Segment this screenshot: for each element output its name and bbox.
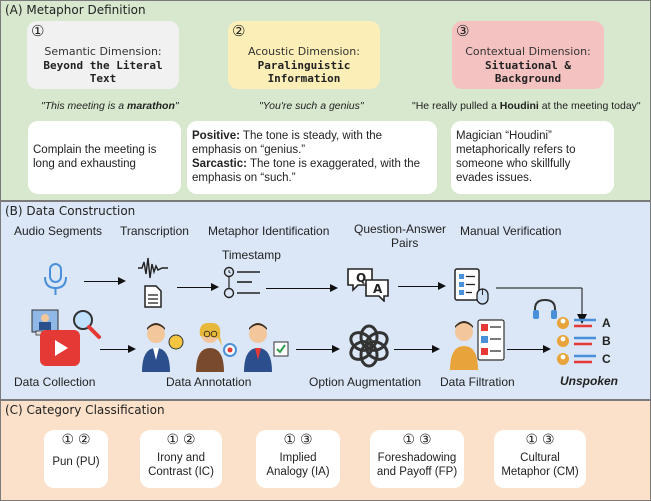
arrow-qa-to-verification — [398, 282, 446, 290]
arrow-augmentation-to-filtration — [394, 345, 440, 353]
contextual-dimension-card: ③ Contextual Dimension: Situational & Ba… — [452, 21, 604, 89]
acoustic-dimension-card: ② Acoustic Dimension: Paralinguistic Inf… — [228, 21, 380, 89]
qa-pairs-label-line1: Question-Answer — [354, 222, 447, 236]
category-ia-dimensions: ① ③ — [283, 431, 313, 447]
arrow-timestamp-to-qa — [266, 284, 338, 292]
sarcastic-answer: Sarcastic: The tone is exaggerated, with… — [192, 158, 421, 184]
category-pun-name: Pun (PU) — [52, 456, 100, 468]
headphones-icon — [533, 298, 557, 319]
contextual-number: ③ — [456, 22, 470, 40]
checklist-mouse-icon — [454, 268, 489, 305]
semantic-answer-text: Complain the meeting is long and exhaust… — [33, 144, 157, 170]
filtration-icon — [450, 319, 505, 370]
ai-model-icon — [349, 324, 389, 368]
contextual-dimension-title: Situational & Background — [484, 59, 572, 85]
category-cm-dimensions: ① ③ — [525, 431, 555, 447]
chat-a-text: A — [373, 282, 383, 296]
contextual-dimension-label: Contextual Dimension: — [465, 45, 591, 58]
category-pun-dimensions: ① ② — [61, 431, 91, 447]
acoustic-dimension-label: Acoustic Dimension: — [248, 45, 360, 58]
semantic-number: ① — [31, 22, 45, 40]
semantic-dimension-card: ① Semantic Dimension: Beyond the Literal… — [27, 21, 179, 89]
panel-c-title: (C) Category Classification — [5, 403, 165, 417]
panel-b-title: (B) Data Construction — [5, 204, 136, 218]
qa-chat-icon: Q A — [347, 268, 389, 302]
quote-marathon: "This meeting is a marathon" — [41, 100, 179, 112]
contextual-answer-box: Magician “Houdini” metaphorically refers… — [451, 121, 614, 194]
data-collection-icon — [31, 309, 101, 366]
contextual-answer-text: Magician “Houdini” metaphorically refers… — [456, 130, 576, 184]
waveform-document-icon — [138, 257, 168, 308]
audio-segments-label: Audio Segments — [14, 224, 103, 238]
panel-metaphor-definition: (A) Metaphor Definition ① Semantic Dimen… — [0, 0, 651, 201]
quote-genius: "You're such a genius" — [259, 100, 364, 112]
arrow-filtration-to-unspoken — [507, 345, 551, 353]
panel-a-title: (A) Metaphor Definition — [5, 3, 146, 17]
arrow-collection-to-annotation — [100, 345, 136, 353]
unspoken-label: Unspoken — [560, 374, 619, 388]
quote-houdini: "He really pulled a Houdini at the meeti… — [412, 100, 641, 112]
data-filtration-label: Data Filtration — [440, 375, 515, 389]
category-pun: ① ② Pun (PU) — [44, 430, 108, 488]
data-annotation-label: Data Annotation — [166, 375, 252, 389]
semantic-dimension-title: Beyond the Literal Text — [43, 59, 163, 85]
category-fp-dimensions: ① ③ — [402, 431, 432, 447]
qa-pairs-label-line2: Pairs — [391, 236, 419, 250]
metaphor-identification-label: Metaphor Identification — [208, 224, 330, 238]
semantic-answer-box: Complain the meeting is long and exhaust… — [28, 121, 181, 194]
chat-q-text: Q — [356, 271, 366, 285]
arrow-transcription-to-timestamp — [177, 283, 219, 291]
option-a-row — [557, 317, 596, 329]
arrow-annotation-to-augmentation — [296, 345, 340, 353]
option-a-label: A — [602, 316, 611, 330]
data-collection-label: Data Collection — [14, 375, 96, 389]
annotators-icon — [142, 322, 289, 372]
timestamp-icon — [223, 266, 260, 299]
acoustic-dimension-title: Paralinguistic Information — [257, 59, 351, 85]
option-b-label: B — [602, 334, 611, 348]
acoustic-answer-box: Positive: The tone is steady, with the e… — [187, 121, 437, 194]
acoustic-number: ② — [232, 22, 246, 40]
manual-verification-label: Manual Verification — [460, 224, 562, 238]
transcription-label: Transcription — [120, 224, 189, 238]
timestamp-label: Timestamp — [222, 248, 281, 262]
microphone-icon — [44, 263, 67, 295]
positive-answer: Positive: The tone is steady, with the e… — [192, 130, 383, 156]
semantic-dimension-label: Semantic Dimension: — [44, 45, 162, 58]
option-c-row — [557, 353, 596, 365]
option-c-label: C — [602, 352, 611, 366]
option-augmentation-label: Option Augmentation — [309, 375, 422, 389]
category-ic-dimensions: ① ② — [166, 431, 196, 447]
option-b-row — [557, 335, 596, 347]
arrow-audio-to-transcription — [84, 277, 126, 285]
